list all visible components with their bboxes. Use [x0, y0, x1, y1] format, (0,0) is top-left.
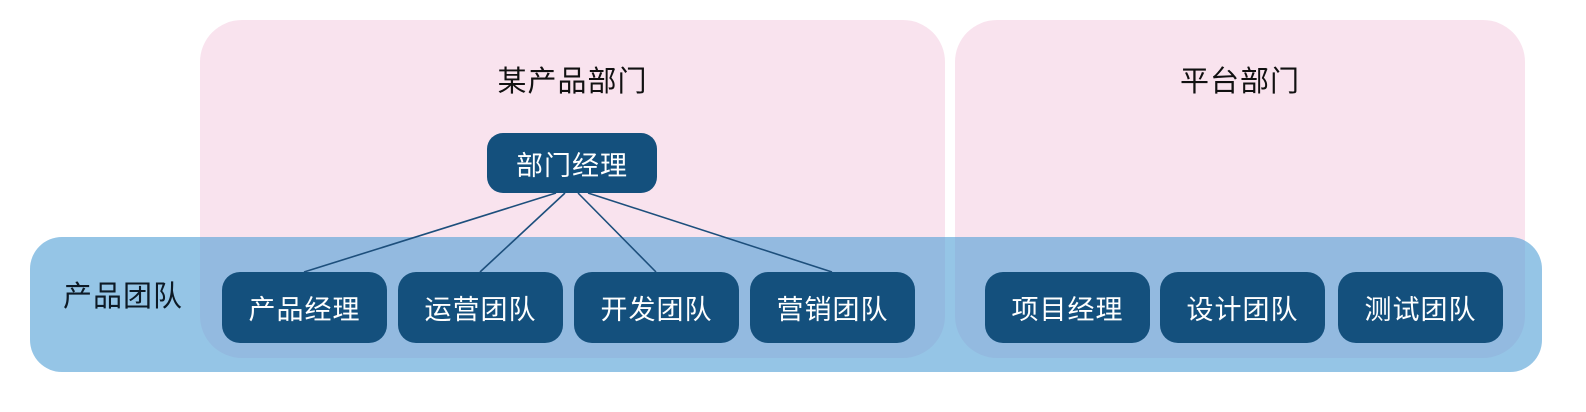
node-design-team: 设计团队 — [1160, 272, 1325, 343]
group-title-product-department: 某产品部门 — [497, 66, 648, 98]
node-development-team: 开发团队 — [574, 272, 739, 343]
node-operations-team: 运营团队 — [398, 272, 563, 343]
node-department-manager: 部门经理 — [487, 133, 657, 193]
product-team-band-label: 产品团队 — [62, 281, 183, 313]
node-project-manager: 项目经理 — [985, 272, 1150, 343]
node-product-manager: 产品经理 — [222, 272, 387, 343]
group-title-platform-department: 平台部门 — [1179, 66, 1300, 98]
node-testing-team: 测试团队 — [1338, 272, 1503, 343]
node-marketing-team: 营销团队 — [750, 272, 915, 343]
